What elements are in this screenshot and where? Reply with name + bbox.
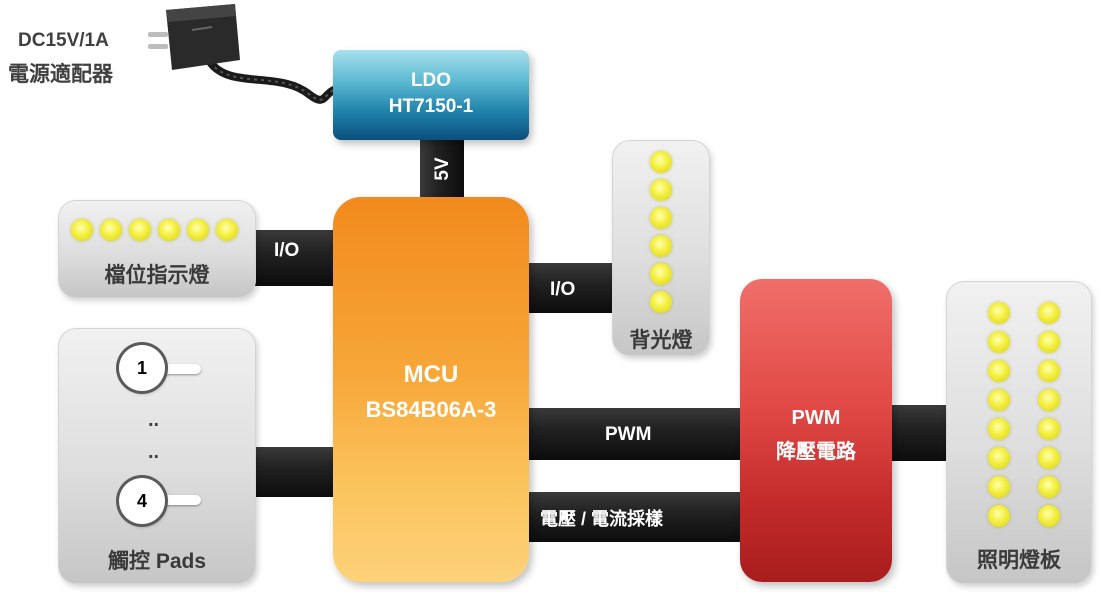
pwm-connector bbox=[528, 408, 744, 460]
mcu-part: BS84B06A-3 bbox=[365, 397, 497, 422]
pwm-block-subtitle: 降壓電路 bbox=[776, 441, 856, 463]
level-led bbox=[216, 219, 238, 241]
light-led bbox=[1038, 331, 1060, 353]
light-led bbox=[1038, 360, 1060, 382]
sense-label: 電壓 / 電流採樣 bbox=[540, 509, 664, 529]
mcu-block: MCU BS84B06A-3 bbox=[333, 197, 529, 582]
sense-connector bbox=[528, 492, 744, 542]
backlight-led bbox=[650, 235, 672, 257]
backlight-led bbox=[650, 179, 672, 201]
pwm-block: PWM 降壓電路 bbox=[740, 279, 892, 582]
level-indicator-label: 檔位指示燈 bbox=[104, 264, 210, 287]
touch-pad-1-lead bbox=[145, 364, 201, 374]
light-led bbox=[988, 302, 1010, 324]
touch-pads-panel: 1 .. .. 4 觸控 Pads bbox=[58, 328, 256, 584]
ldo-title: LDO bbox=[410, 70, 452, 91]
pwm-block-title: PWM bbox=[791, 407, 841, 429]
touch-pad-ellipsis-1: .. bbox=[148, 409, 160, 431]
light-led bbox=[1038, 476, 1060, 498]
backlight-panel: 背光燈 bbox=[612, 140, 710, 356]
touch-pad-4-lead bbox=[145, 495, 201, 505]
backlight-io-label: I/O bbox=[550, 279, 576, 300]
ldo-block: LDO HT7150-1 bbox=[333, 50, 529, 140]
backlight-led bbox=[650, 291, 672, 313]
ldo-mcu-connector bbox=[420, 135, 464, 205]
light-led bbox=[988, 331, 1010, 353]
level-io-label: I/O bbox=[274, 240, 300, 261]
level-led bbox=[187, 219, 209, 241]
pwm-light-connector bbox=[890, 405, 954, 461]
adapter-spec: DC15V/1A bbox=[18, 30, 109, 51]
light-board-panel: 照明燈板 bbox=[946, 281, 1092, 584]
backlight-led bbox=[650, 263, 672, 285]
backlight-io-connector bbox=[528, 263, 618, 313]
ldo-part: HT7150-1 bbox=[388, 96, 474, 117]
level-led bbox=[129, 219, 151, 241]
touch-pad-1: 1 bbox=[119, 345, 165, 391]
pwm-label: PWM bbox=[605, 424, 652, 445]
touch-connector bbox=[256, 447, 336, 497]
light-board-label: 照明燈板 bbox=[977, 549, 1061, 572]
level-led bbox=[71, 219, 93, 241]
backlight-led bbox=[650, 207, 672, 229]
touch-pads-label: 觸控 Pads bbox=[107, 550, 207, 573]
backlight-label: 背光燈 bbox=[629, 329, 693, 352]
ldo-mcu-label: 5V bbox=[432, 157, 453, 181]
touch-pad-4: 4 bbox=[119, 478, 165, 524]
mcu-title: MCU bbox=[403, 361, 459, 388]
light-led bbox=[988, 418, 1010, 440]
light-led bbox=[1038, 447, 1060, 469]
light-led bbox=[988, 476, 1010, 498]
level-io-connector bbox=[250, 230, 336, 286]
light-led bbox=[1038, 389, 1060, 411]
light-led bbox=[988, 447, 1010, 469]
level-indicator-panel: 檔位指示燈 bbox=[58, 200, 256, 298]
level-led bbox=[100, 219, 122, 241]
light-led bbox=[988, 360, 1010, 382]
adapter-name: 電源適配器 bbox=[8, 63, 113, 86]
light-led bbox=[1038, 302, 1060, 324]
light-led bbox=[1038, 505, 1060, 527]
level-led bbox=[158, 219, 180, 241]
backlight-led bbox=[650, 151, 672, 173]
light-led bbox=[988, 505, 1010, 527]
light-led bbox=[1038, 418, 1060, 440]
touch-pad-ellipsis-2: .. bbox=[148, 441, 160, 463]
light-led bbox=[988, 389, 1010, 411]
